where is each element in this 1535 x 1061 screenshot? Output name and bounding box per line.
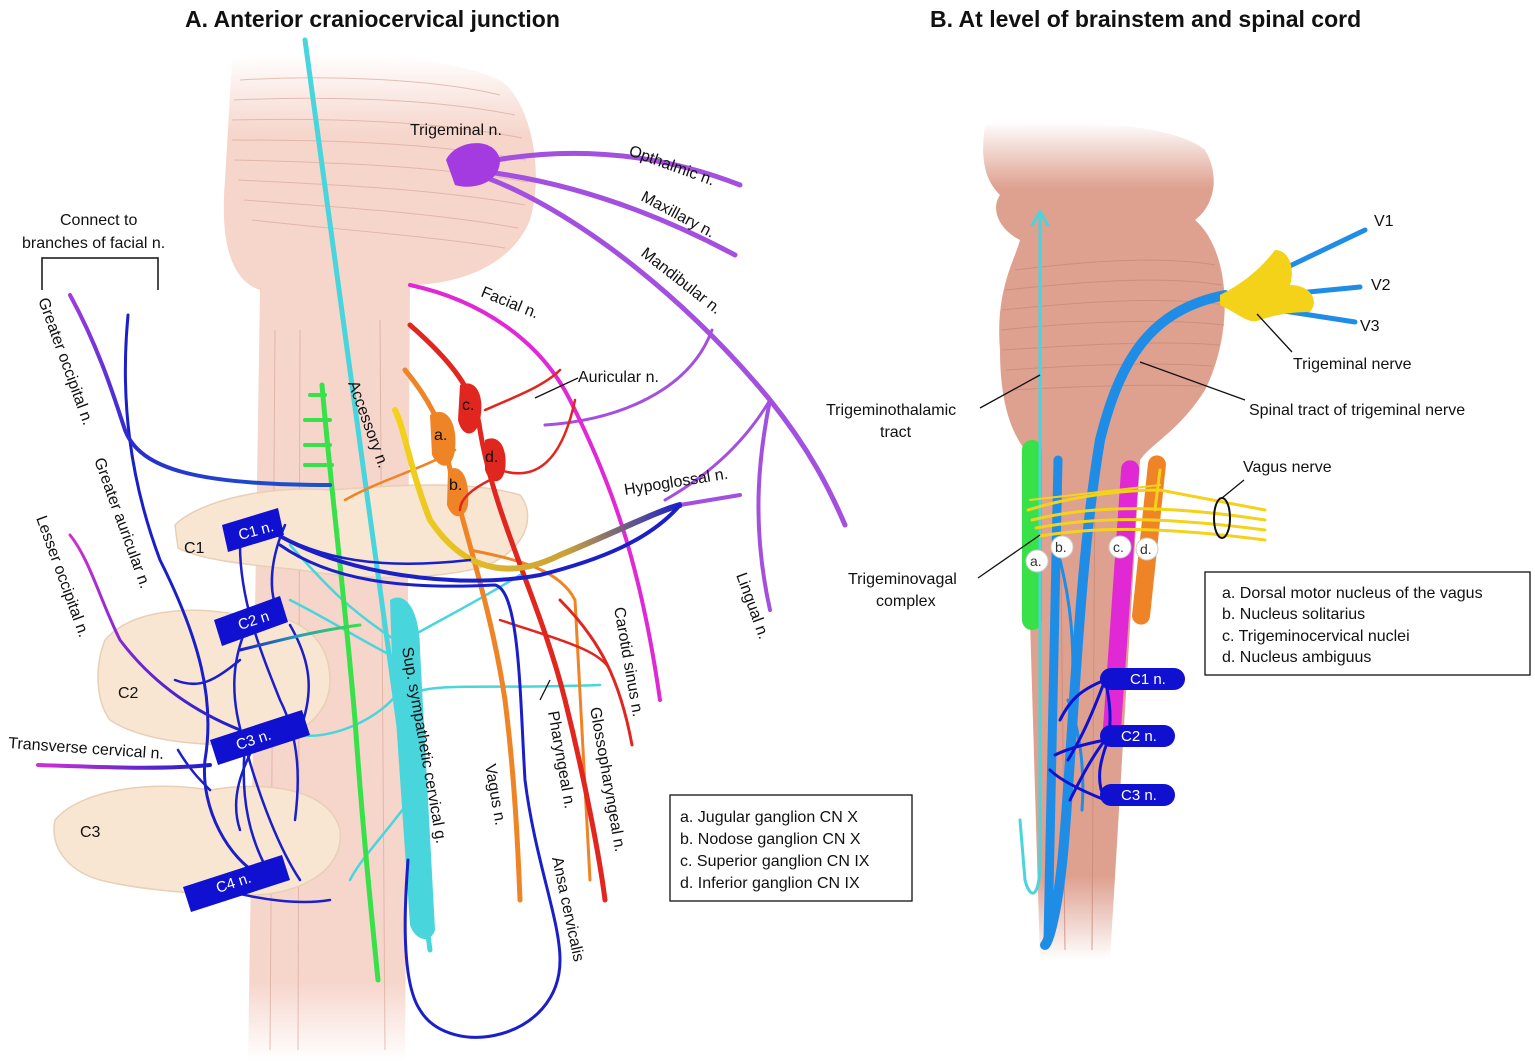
- spinal-tract-label: Spinal tract of trigeminal nerve: [1249, 402, 1465, 419]
- carotid-sinus-label: Carotid sinus n.: [610, 606, 646, 718]
- v3-label: V3: [1360, 318, 1380, 335]
- vagal-leader: [977, 534, 1041, 579]
- nucleus-markers: a. b. c. d.: [1025, 535, 1159, 573]
- ganglion-c-label: c.: [462, 397, 474, 414]
- trigeminal-nerve-leader: [1256, 313, 1293, 353]
- greater-auricular-label: Greater auricular n.: [90, 456, 153, 591]
- connect-label-1: Connect to: [60, 212, 137, 229]
- trigeminal-nerve-label: Trigeminal nerve: [1293, 356, 1412, 373]
- brainstem-b: [983, 121, 1226, 960]
- opthalmic-label: Opthalmic n.: [627, 143, 717, 190]
- marker-a: a.: [1030, 553, 1042, 569]
- marker-b: b.: [1055, 539, 1067, 555]
- v1-label: V1: [1374, 213, 1394, 230]
- transverse-cervical-label: Transverse cervical n.: [8, 735, 165, 763]
- vagus-bundle-b: [1026, 468, 1267, 542]
- panel-a-title: A. Anterior craniocervical junction: [185, 6, 560, 32]
- ganglion-a-label: a.: [434, 427, 447, 444]
- root-b-c3: C3 n.: [1100, 784, 1175, 806]
- ansa-cervicalis-label: Ansa cervicalis: [548, 855, 587, 963]
- auricular-label: Auricular n.: [578, 369, 659, 386]
- cervical-plexus: [123, 313, 682, 1039]
- vertebra-c1-label: C1: [184, 540, 205, 557]
- greater-occipital-nerve: [68, 293, 332, 487]
- trigeminothalamic-tract: [1018, 209, 1050, 895]
- accessory-nerve: [303, 382, 381, 983]
- key-a-item-0: a. Jugular ganglion CN X: [680, 809, 858, 826]
- root-b-c1: C1 n.: [1100, 668, 1185, 690]
- hypoglossal-nerve: [392, 407, 742, 572]
- root-b-c2-label: C2 n.: [1121, 728, 1157, 745]
- panel-b: B. At level of brainstem and spinal cord: [826, 6, 1531, 960]
- v2-label: V2: [1371, 277, 1391, 294]
- glossopharyngeal-nerve: [407, 322, 634, 903]
- vertebra-c2-label: C2: [118, 685, 139, 702]
- key-a-item-1: b. Nodose ganglion CN X: [680, 831, 861, 848]
- vertebra-c3-label: C3: [80, 824, 101, 841]
- vagus-nerve-label: Vagus nerve: [1243, 459, 1332, 476]
- root-b-c1-label: C1 n.: [1130, 671, 1166, 688]
- vagal-label-2: complex: [876, 593, 936, 610]
- connect-label-2: branches of facial n.: [22, 235, 165, 252]
- root-b-c2: C2 n.: [1100, 725, 1175, 747]
- thalamic-label-1: Trigeminothalamic: [826, 402, 956, 419]
- vagus-leader: [1221, 479, 1245, 499]
- key-b-box: [1204, 571, 1531, 676]
- root-c2-box: C2 n: [214, 596, 288, 646]
- marker-c: c.: [1113, 539, 1124, 555]
- key-a-box: [669, 794, 913, 902]
- root-b-c3-label: C3 n.: [1121, 787, 1157, 804]
- thalamic-label-2: tract: [880, 424, 912, 441]
- marker-d: d.: [1140, 541, 1152, 557]
- auricular-blend: [238, 623, 362, 652]
- trigeminal-nerve-a: [446, 143, 848, 612]
- spinal-tract-leader: [1139, 361, 1246, 401]
- thalamic-leader: [979, 374, 1041, 409]
- vertebra-c1: [174, 484, 529, 579]
- vagus-ellipse: [1213, 497, 1231, 539]
- lesser-occipital-nerve: [68, 533, 242, 732]
- key-b-item-0: a. Dorsal motor nucleus of the vagus: [1222, 585, 1483, 602]
- root-c3-box: C3 n.: [210, 710, 310, 765]
- nucleus-a-column: [1022, 440, 1042, 630]
- panel-b-title: B. At level of brainstem and spinal cord: [930, 6, 1361, 32]
- greater-occipital-label: Greater occipital n.: [34, 296, 96, 428]
- key-b-item-3: d. Nucleus ambiguus: [1222, 649, 1371, 666]
- lesser-occipital-label: Lesser occipital n.: [32, 514, 92, 640]
- vagus-label: Vagus n.: [481, 763, 509, 827]
- key-b-item-2: c. Trigeminocervical nuclei: [1222, 628, 1410, 645]
- pharyngeal-leader: [539, 679, 551, 701]
- connect-bracket: [41, 257, 159, 290]
- trigeminal-n-label: Trigeminal n.: [410, 122, 502, 139]
- ganglion-d-label: d.: [485, 449, 498, 466]
- key-a-item-2: c. Superior ganglion CN IX: [680, 853, 870, 870]
- auricular-leader: [534, 377, 579, 399]
- transverse-cervical-nerve: [36, 763, 212, 770]
- key-a-item-3: d. Inferior ganglion CN IX: [680, 875, 860, 892]
- trigeminal-ganglion-b: [1220, 250, 1314, 322]
- panel-a: A. Anterior craniocervical junction C1: [8, 6, 913, 1061]
- key-b-item-1: b. Nucleus solitarius: [1222, 606, 1365, 623]
- vagal-label-1: Trigeminovagal: [848, 571, 957, 588]
- ganglion-b-label: b.: [449, 477, 462, 494]
